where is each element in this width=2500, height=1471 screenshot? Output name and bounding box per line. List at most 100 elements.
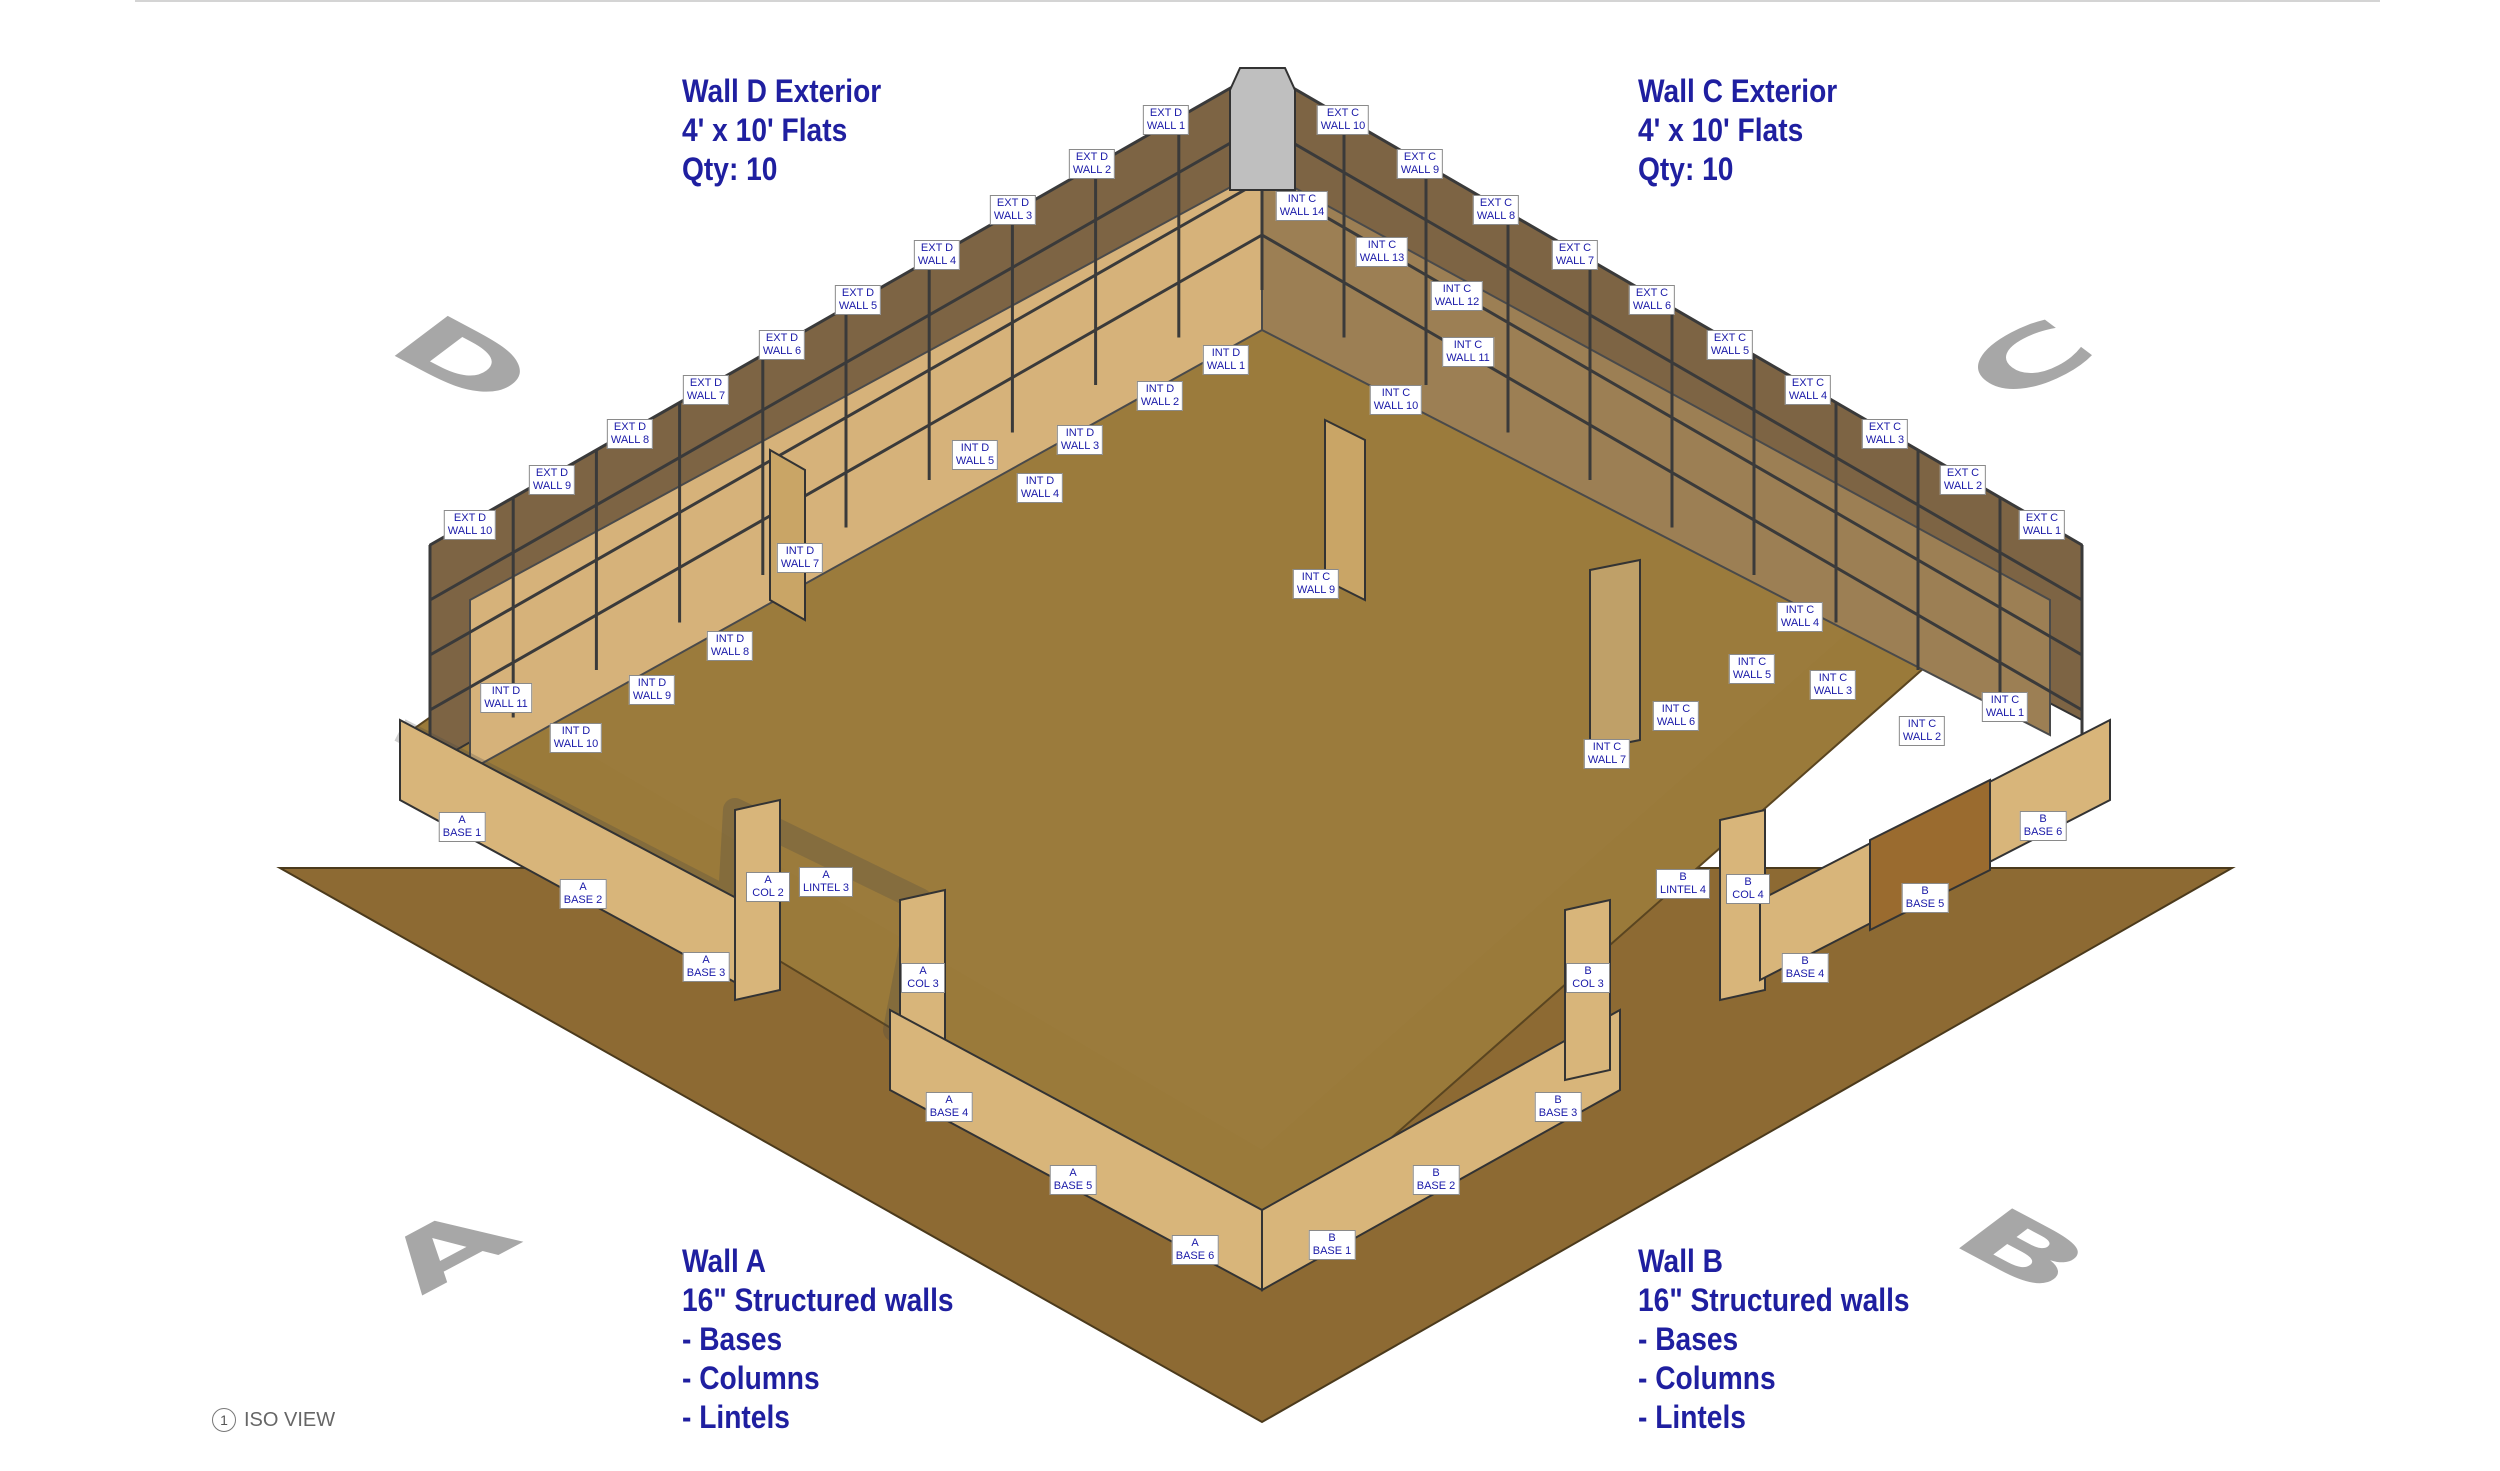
note-line: 16" Structured walls <box>682 1282 954 1318</box>
callout-tag-line: WALL 4 <box>917 255 957 267</box>
note-line: Wall D Exterior <box>682 73 882 109</box>
callout-tag-line: INT C <box>1381 387 1411 399</box>
callout-tag-line: WALL 3 <box>1865 434 1905 446</box>
callout-tag-line: WALL 3 <box>993 210 1033 222</box>
callout-tag-line: INT D <box>637 677 667 689</box>
note-line: Qty: 10 <box>682 151 778 187</box>
callout-tag-line: BASE 4 <box>1785 968 1825 980</box>
note-line: - Lintels <box>682 1399 790 1435</box>
top-rule <box>135 0 2380 2</box>
callout-tag-line: WALL 14 <box>1279 206 1325 218</box>
callout-tag-line: BASE 5 <box>1053 1180 1093 1192</box>
callout-tag-line: WALL 6 <box>1656 716 1696 728</box>
callout-tag-line: EXT C <box>1868 421 1902 433</box>
callout-tag-line: INT D <box>960 442 990 454</box>
callout-tag-line: BASE 2 <box>1416 1180 1456 1192</box>
callout-tag-line: EXT D <box>841 287 875 299</box>
wall-b-base-long <box>1261 1008 1621 1292</box>
view-label: 1 ISO VIEW <box>212 1408 335 1432</box>
callout-tag-line: BASE 2 <box>563 894 603 906</box>
callout-tag-line: EXT C <box>1635 287 1669 299</box>
callout-tag-line: BASE 6 <box>2023 826 2063 838</box>
note-line: - Columns <box>1638 1360 1776 1396</box>
int-c-column <box>1324 418 1366 602</box>
callout-tag-line: WALL 7 <box>1555 255 1595 267</box>
callout-tag-line: INT D <box>1211 347 1241 359</box>
callout-tag-line: INT C <box>1990 694 2020 706</box>
callout-tag-line: BASE 5 <box>1905 898 1945 910</box>
callout-tag-line: INT D <box>491 685 521 697</box>
callout-tag-line: EXT C <box>1479 197 1513 209</box>
callout-tag-line: WALL 12 <box>1434 296 1480 308</box>
callout-tag-line: WALL 1 <box>1206 360 1246 372</box>
callout-tag-line: WALL 10 <box>553 738 599 750</box>
callout-tag-line: WALL 2 <box>1902 731 1942 743</box>
callout-tag-line: WALL 8 <box>610 434 650 446</box>
callout-tag-line: WALL 7 <box>780 558 820 570</box>
callout-tag-line: B <box>1801 955 1809 967</box>
callout-tag-line: WALL 7 <box>1587 754 1627 766</box>
callout-tag-line: A <box>1191 1237 1199 1249</box>
callout-tag-line: A <box>764 874 772 886</box>
callout-tag-line: LINTEL 4 <box>1659 884 1707 896</box>
callout-tag-line: WALL 4 <box>1780 617 1820 629</box>
callout-tag-line: BASE 3 <box>686 967 726 979</box>
callout-tag-line: INT C <box>1661 703 1691 715</box>
callout-tag-line: BASE 3 <box>1538 1107 1578 1119</box>
callout-tag-line: B <box>1584 965 1592 977</box>
wall-b-column-4 <box>1719 808 1766 1002</box>
callout-tag-line: EXT D <box>613 421 647 433</box>
callout-tag-line: WALL 5 <box>955 455 995 467</box>
callout-tag-line: BASE 6 <box>1175 1250 1215 1262</box>
callout-tag-line: WALL 1 <box>1146 120 1186 132</box>
callout-tag-line: EXT D <box>535 467 569 479</box>
note-line: Wall B <box>1638 1243 1724 1279</box>
note-line: Qty: 10 <box>1638 151 1734 187</box>
callout-tag-line: B <box>2039 813 2047 825</box>
callout-tag-line: WALL 7 <box>686 390 726 402</box>
callout-tag-line: WALL 6 <box>1632 300 1672 312</box>
callout-tag-line: INT C <box>1442 283 1472 295</box>
callout-tag-line: EXT D <box>920 242 954 254</box>
int-c-door-column <box>1589 558 1641 752</box>
callout-tag-line: COL 2 <box>752 887 784 899</box>
note-line: Wall A <box>682 1243 766 1279</box>
callout-tag-line: WALL 11 <box>484 698 528 710</box>
callout-tag-line: INT D <box>1025 475 1055 487</box>
callout-tag-line: INT C <box>1907 718 1937 730</box>
view-label-text: ISO VIEW <box>244 1408 336 1431</box>
callout-tag-line: LINTEL 3 <box>802 882 850 894</box>
callout-tag-line: B <box>1679 871 1687 883</box>
callout-tag-line: A <box>919 965 927 977</box>
view-number-icon: 1 <box>212 1408 236 1432</box>
